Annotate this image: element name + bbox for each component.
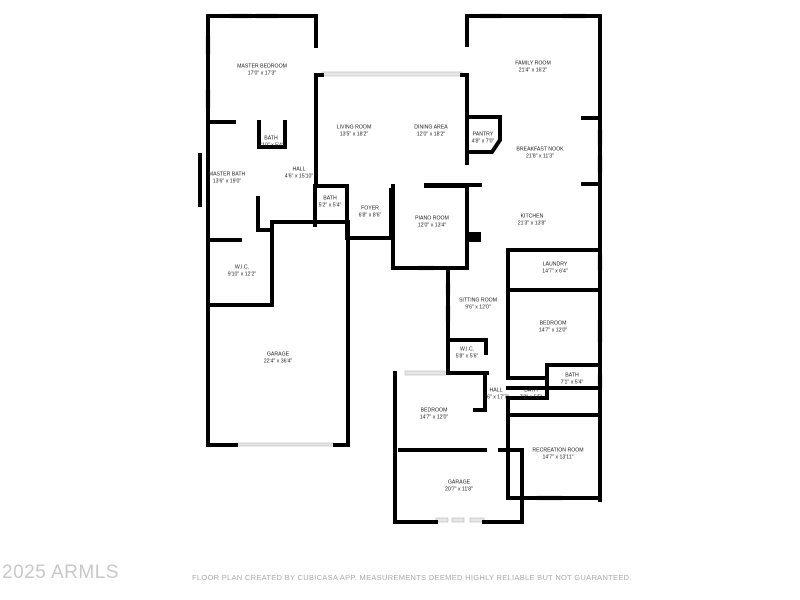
room-size: 12'0" x 18'2" xyxy=(416,131,446,137)
room-name: FAMILY ROOM xyxy=(515,60,551,67)
room-name: GARAGE xyxy=(447,479,471,486)
room-name: DINING AREA xyxy=(414,124,448,131)
room-name: PIANO ROOM xyxy=(415,215,449,222)
room-name: BATH xyxy=(264,135,278,142)
room-label-wic: W.I.C.5'8" x 5'6" xyxy=(456,347,479,360)
walls xyxy=(198,14,602,524)
room-size: 22'4" x 36'4" xyxy=(263,358,293,364)
room-size: 13'6" x 19'0" xyxy=(212,178,242,184)
room-name: BATH xyxy=(565,372,579,379)
room-size: 4'6" x 15'10" xyxy=(284,173,314,179)
room-name: MASTER BATH xyxy=(208,171,246,178)
room-name: PANTRY xyxy=(472,131,494,138)
room-name: BEDROOM xyxy=(539,320,567,327)
room-name: MASTER BEDROOM xyxy=(237,63,287,70)
room-size: 3'10" x 5'4" xyxy=(258,142,284,148)
room-size: 14'7" x 12'0" xyxy=(538,327,568,333)
room-name: SITTING ROOM xyxy=(458,297,498,304)
room-name: BEDROOM xyxy=(420,407,448,414)
room-name: GARAGE xyxy=(266,351,290,358)
room-name: BREAKFAST NOOK xyxy=(516,146,564,153)
room-name: BATH xyxy=(524,387,538,394)
room-size: 9'6" x 12'0" xyxy=(465,304,491,310)
room-size: 21'8" x 11'3" xyxy=(525,153,555,159)
room-size: 5'2" x 5'4" xyxy=(318,202,342,208)
room-size: 12'0" x 13'4" xyxy=(417,222,447,228)
room-size: 21'4" x 16'2" xyxy=(518,67,548,73)
room-name: RECREATION ROOM xyxy=(532,447,584,454)
room-label-wic: W.I.C.9'10" x 12'2" xyxy=(228,265,256,278)
room-name: HALL xyxy=(292,166,306,173)
room-name: W.I.C. xyxy=(234,264,250,271)
room-size: 14'7" x 6'4" xyxy=(542,268,568,274)
room-size: 14'7" x 13'11" xyxy=(542,454,574,460)
room-name: BATH xyxy=(323,195,337,202)
room-size: 20'7" x 11'8" xyxy=(444,486,474,492)
room-size: 7'1" x 5'4" xyxy=(560,379,584,385)
room-name: LIVING ROOM xyxy=(336,124,372,131)
room-size: 9'10" x 12'2" xyxy=(227,271,257,277)
room-size: 13'5" x 18'2" xyxy=(339,131,369,137)
room-size: 14'7" x 12'0" xyxy=(419,414,449,420)
room-size: 4'8" x 7'0" xyxy=(471,138,495,144)
room-name: FOYER xyxy=(361,205,379,212)
room-size: 3'6" x 17'7" xyxy=(483,394,509,400)
room-size: 7'2" x 5'5" xyxy=(519,394,543,400)
room-name: LAUNDRY xyxy=(542,261,568,268)
room-size: 6'8" x 8'6" xyxy=(358,212,382,218)
room-size: 21'3" x 13'8" xyxy=(517,220,547,226)
disclaimer: FLOOR PLAN CREATED BY CUBICASA APP. MEAS… xyxy=(192,573,632,582)
watermark: 2025 ARMLS xyxy=(2,562,119,583)
room-name: KITCHEN xyxy=(520,213,544,220)
room-name: W.I.C. xyxy=(459,346,475,353)
room-size: 17'0" x 17'3" xyxy=(247,70,277,76)
room-size: 5'8" x 5'6" xyxy=(455,353,479,359)
room-name: HALL xyxy=(489,387,503,394)
